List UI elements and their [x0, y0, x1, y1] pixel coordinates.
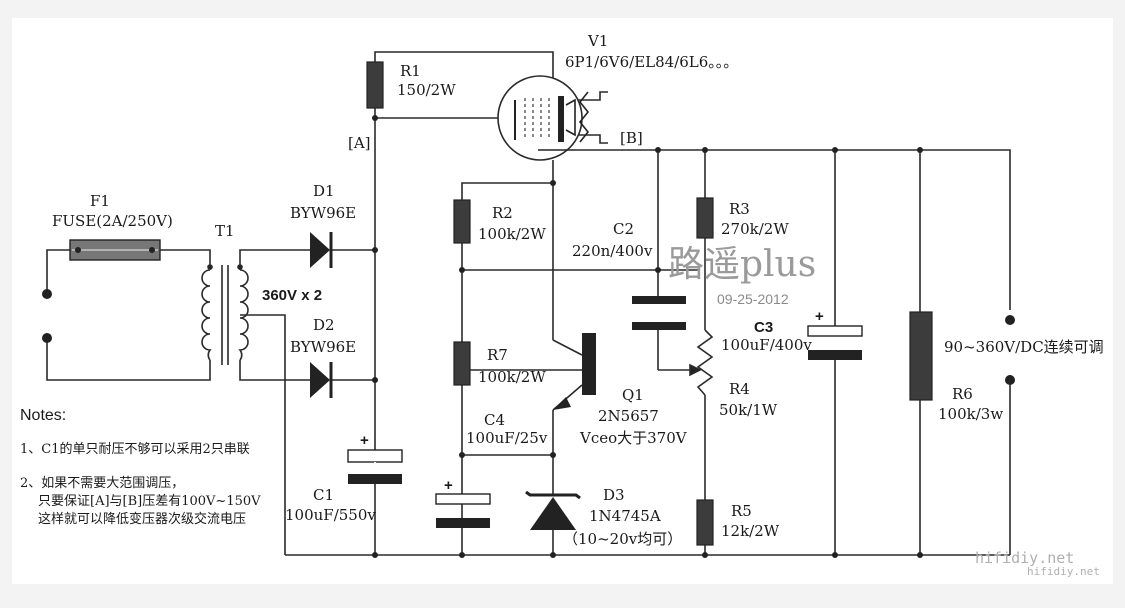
notes-line-1: 1、C1的单只耐压不够可以采用2只串联: [20, 441, 250, 457]
r4-ref-label: R4: [729, 380, 750, 398]
d3-ref-label: D3: [603, 486, 625, 504]
output-terminal-bottom: [1005, 375, 1015, 385]
c4-ref-label: C4: [484, 411, 505, 429]
transformer-t1-symbol: [201, 264, 249, 365]
notes-title: Notes:: [20, 407, 66, 424]
r4-value-label: 50k/1W: [719, 401, 778, 419]
output-terminal-top: [1005, 315, 1015, 325]
r3-value-label: 270k/2W: [721, 220, 789, 238]
r3-ref-label: R3: [729, 200, 750, 218]
notes-line-2b: 只要保证[A]与[B]压差有100V~150V: [38, 494, 261, 509]
r1-value-label: 150/2W: [397, 81, 456, 99]
r1-ref-label: R1: [400, 62, 421, 80]
d1-ref-label: D1: [313, 182, 335, 200]
node-b-label: [B]: [620, 129, 643, 147]
input-terminal-bottom: [42, 333, 52, 343]
notes-line-2c: 这样就可以降低变压器次级交流电压: [38, 511, 246, 527]
r5-value-label: 12k/2W: [721, 522, 780, 540]
resistor-r5-symbol: [696, 499, 714, 546]
c1-ref-label: C1: [313, 486, 334, 504]
junctions: [372, 115, 923, 558]
d3-note-label: （10~20v均可）: [563, 530, 682, 548]
watermark-date: 09-25-2012: [717, 291, 789, 307]
c4-plus-sign: +: [444, 477, 453, 494]
vacuum-tube-v1-symbol: [497, 75, 590, 161]
t1-ref-label: T1: [215, 222, 235, 240]
q1-value-label: 2N5657: [598, 407, 659, 425]
diode-d1-symbol: [310, 232, 333, 268]
r6-value-label: 100k/3w: [938, 405, 1003, 423]
d2-ref-label: D2: [313, 316, 335, 334]
r6-ref-label: R6: [952, 385, 973, 403]
output-voltage-label: 90~360V/DC连续可调: [944, 338, 1104, 356]
watermark-site-small: hifidiy.net: [1027, 565, 1100, 578]
secondary-voltage-label: 360V x 2: [262, 287, 322, 304]
notes-block: Notes: 1、C1的单只耐压不够可以采用2只串联 2、如果不需要大范围调压，…: [20, 407, 261, 527]
r2-ref-label: R2: [492, 204, 513, 222]
d2-value-label: BYW96E: [290, 338, 356, 356]
fuse-f1-symbol: [69, 239, 161, 261]
watermark-title: 路遥plus: [668, 244, 816, 285]
c2-ref-label: C2: [613, 220, 634, 238]
resistor-r6-symbol: [909, 311, 933, 401]
potentiometer-r4-symbol: [689, 329, 714, 396]
v1-ref-label: V1: [587, 32, 608, 50]
terminals: [42, 289, 1015, 385]
r7-ref-label: R7: [487, 346, 508, 364]
capacitor-c1-symbol: [347, 449, 403, 484]
c4-value-label: 100uF/25v: [466, 429, 548, 447]
capacitor-c2-symbol: [632, 296, 686, 330]
c1-value-label: 100uF/550v: [285, 506, 376, 524]
q1-ref-label: Q1: [622, 386, 644, 404]
d1-value-label: BYW96E: [290, 204, 356, 222]
c3-plus-sign: +: [815, 308, 824, 325]
c2-value-label: 220n/400v: [572, 242, 653, 260]
diode-d2-symbol: [310, 362, 333, 398]
notes-line-2a: 2、如果不需要大范围调压，: [20, 475, 184, 491]
f1-ref-label: F1: [90, 192, 110, 210]
r5-ref-label: R5: [731, 502, 752, 520]
node-a-label: [A]: [348, 134, 371, 152]
wires: [46, 51, 1011, 556]
resistor-r7-symbol: [453, 341, 471, 386]
resistor-r1-symbol: [366, 61, 384, 109]
f1-value-label: FUSE(2A/250V): [52, 212, 173, 230]
d3-value-label: 1N4745A: [589, 507, 661, 525]
resistor-r3-symbol: [696, 197, 714, 239]
r7-value-label: 100k/2W: [478, 368, 546, 386]
transistor-q1-symbol: [553, 333, 596, 410]
v1-value-label: 6P1/6V6/EL84/6L6。。。: [565, 53, 738, 71]
zener-d3-symbol: [525, 490, 581, 530]
c3-value-label: 100uF/400v: [721, 336, 812, 354]
watermark-site: hifidiy.net: [975, 549, 1074, 567]
q1-note-label: Vceo大于370V: [579, 429, 688, 447]
c1-plus-sign: +: [360, 432, 369, 449]
c3-ref-label: C3: [754, 319, 773, 336]
capacitor-c4-symbol: [435, 493, 491, 528]
r2-value-label: 100k/2W: [478, 225, 546, 243]
capacitor-c3-symbol: [807, 325, 863, 360]
input-terminal-top: [42, 289, 52, 299]
resistor-r2-symbol: [453, 199, 471, 244]
